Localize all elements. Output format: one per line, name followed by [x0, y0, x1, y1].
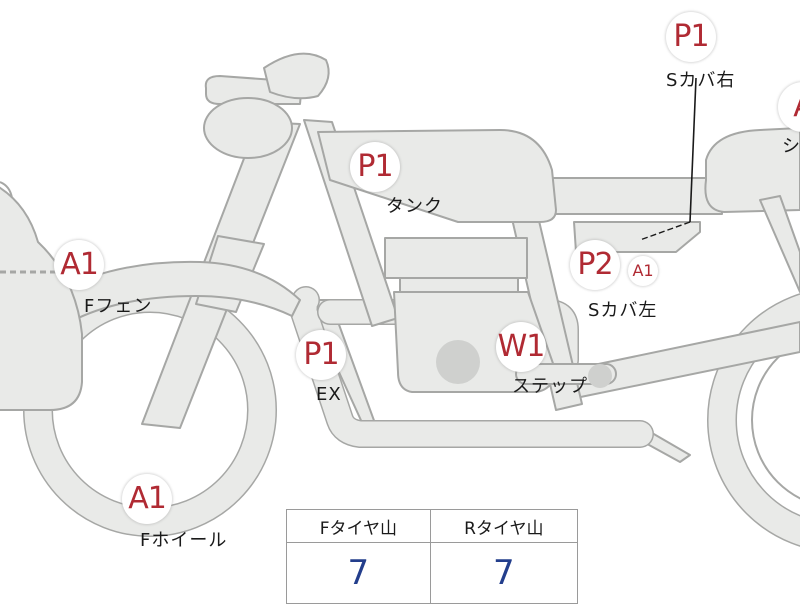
table-header-row: Fタイヤ山 Rタイヤ山: [286, 509, 579, 543]
badge-front-fender: A1: [54, 240, 104, 290]
rear-tire-value: 7: [429, 542, 579, 604]
label-step: ステップ: [512, 376, 588, 397]
label-s-cover-right: Sカバ右: [666, 70, 736, 91]
badge-tank: P1: [350, 142, 400, 192]
front-tire-header: Fタイヤ山: [286, 509, 431, 543]
badge-front-wheel: A1: [122, 474, 172, 524]
badge-s-cover-right: P1: [666, 12, 716, 62]
label-front-fender: Fフェン: [84, 296, 153, 317]
front-fender-shape: [59, 260, 301, 323]
rear-tire-header: Rタイヤ山: [429, 509, 579, 543]
label-s-cover-left: Sカバ左: [588, 300, 658, 321]
engine-shape: [384, 237, 528, 279]
tire-tread-table: Fタイヤ山 Rタイヤ山 7 7: [286, 509, 579, 604]
table-row: 7 7: [286, 542, 579, 604]
front-tire-value: 7: [286, 542, 431, 604]
label-tank: タンク: [386, 196, 443, 217]
label-seat: シ: [782, 136, 800, 157]
badge-s-cover-left: P2: [570, 240, 620, 290]
badge-seat: A: [778, 82, 800, 132]
label-front-wheel: Fホイール: [140, 530, 228, 551]
badge-exhaust: P1: [296, 330, 346, 380]
badge-step: W1: [496, 322, 546, 372]
label-exhaust: EX: [316, 384, 342, 405]
badge-s-cover-left-small: A1: [628, 256, 658, 286]
seat-shape: [539, 177, 723, 215]
